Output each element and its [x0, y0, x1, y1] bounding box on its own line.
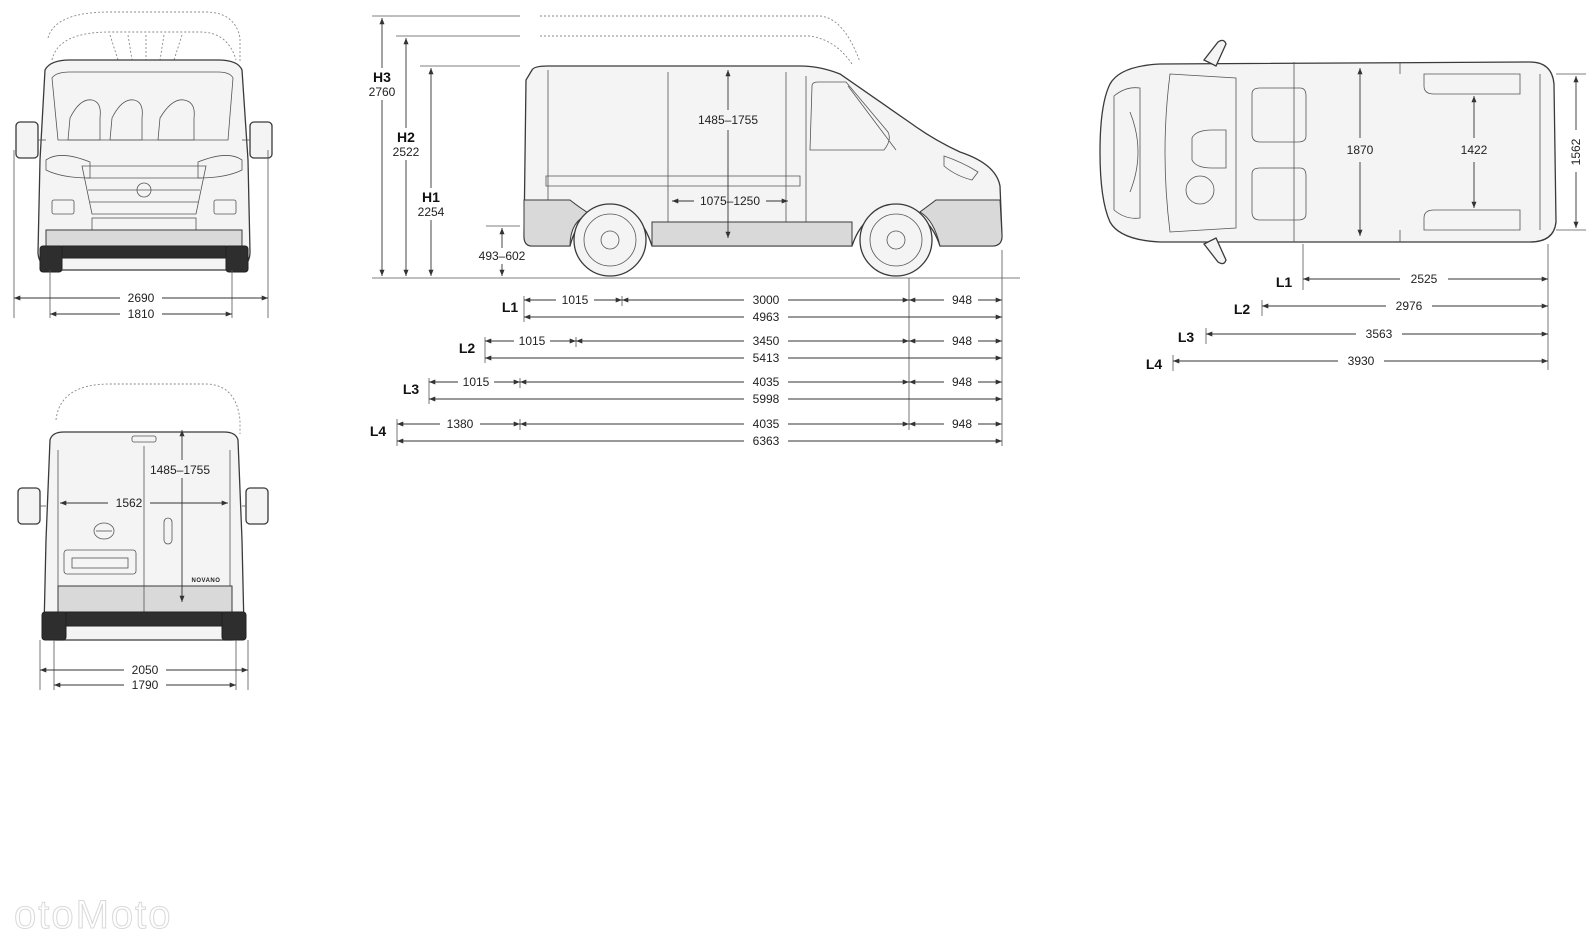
height-label-h2: H2 — [397, 129, 415, 145]
l3-rear-overhang: 948 — [952, 375, 972, 389]
load-length-row-l2: L2 2976 — [1234, 299, 1548, 317]
length-row-l4: L4 1380 4035 948 6363 — [370, 417, 1002, 448]
rear-view: NOVANO 1485–1755 1562 2050 1790 — [17, 383, 269, 692]
front-roof-outlines — [47, 11, 241, 62]
top-width-dims: 1870 1422 1562 — [1347, 68, 1586, 236]
side-view: H3 2760 H2 2522 H1 2254 493–602 — [364, 15, 1020, 448]
top-rear-width: 1562 — [1569, 138, 1583, 165]
load-length-label-l3: L3 — [1178, 329, 1195, 345]
side-length-dims: L1 1015 3000 948 4963 L2 — [370, 250, 1003, 448]
rear-load-height: 1485–1755 — [150, 463, 210, 477]
rear-dimensions: 1485–1755 1562 2050 1790 — [39, 430, 249, 692]
l1-wheelbase: 3000 — [753, 293, 780, 307]
rear-van-body: NOVANO — [41, 431, 247, 641]
rear-track-width: 1790 — [132, 678, 159, 692]
load-length-label-l2: L2 — [1234, 301, 1251, 317]
side-height-dims: H3 2760 H2 2522 H1 2254 493–602 — [364, 18, 526, 276]
load-length-row-l4: L4 3930 — [1146, 354, 1548, 372]
side-interior-height: 1485–1755 — [698, 113, 758, 127]
length-row-l1: L1 1015 3000 948 4963 — [502, 293, 1002, 324]
height-label-h3: H3 — [373, 69, 391, 85]
l3-wheelbase: 4035 — [753, 375, 780, 389]
top-max-width: 1870 — [1347, 143, 1374, 157]
front-track-width: 1810 — [128, 307, 155, 321]
length-label-l3: L3 — [403, 381, 420, 397]
rear-overall-width: 2050 — [132, 663, 159, 677]
length-label-l2: L2 — [459, 340, 476, 356]
l1-front-overhang: 1015 — [562, 293, 589, 307]
front-overall-width: 2690 — [128, 291, 155, 305]
load-sill-height: 493–602 — [479, 249, 526, 263]
rear-load-width: 1562 — [116, 496, 143, 510]
top-length-dims: L1 2525 L2 2976 L3 3563 L4 — [1146, 244, 1549, 372]
top-van-body — [1099, 61, 1557, 243]
height-value-h1: 2254 — [418, 205, 445, 219]
watermark: otoMoto — [14, 893, 173, 937]
front-van-body — [37, 59, 251, 273]
l3-front-overhang: 1015 — [463, 375, 490, 389]
top-between-arches: 1422 — [1461, 143, 1488, 157]
l3-total: 5998 — [753, 392, 780, 406]
load-length-l4: 3930 — [1348, 354, 1375, 368]
rear-mirrors — [17, 487, 269, 525]
length-row-l3: L3 1015 4035 948 5998 — [403, 375, 1002, 406]
load-length-l1: 2525 — [1411, 272, 1438, 286]
side-height-guides — [372, 15, 1020, 279]
side-van-body — [523, 65, 1003, 277]
load-length-row-l3: L3 3563 — [1178, 327, 1548, 345]
l4-wheelbase: 4035 — [753, 417, 780, 431]
height-value-h2: 2522 — [393, 145, 420, 159]
top-mirrors — [1203, 39, 1227, 265]
l4-rear-overhang: 948 — [952, 417, 972, 431]
l2-total: 5413 — [753, 351, 780, 365]
length-label-l1: L1 — [502, 299, 519, 315]
front-view: 2690 1810 — [13, 11, 273, 321]
l2-front-overhang: 1015 — [519, 334, 546, 348]
l1-total: 4963 — [753, 310, 780, 324]
height-value-h3: 2760 — [369, 85, 396, 99]
length-row-l2: L2 1015 3450 948 5413 — [459, 334, 1002, 365]
load-length-l2: 2976 — [1396, 299, 1423, 313]
load-length-label-l1: L1 — [1276, 274, 1293, 290]
top-view: 1870 1422 1562 L1 2525 L2 — [1099, 39, 1586, 372]
length-label-l4: L4 — [370, 423, 387, 439]
side-interior-dims: 1485–1755 1075–1250 — [672, 70, 788, 238]
side-door-width: 1075–1250 — [700, 194, 760, 208]
rear-badge: NOVANO — [192, 578, 221, 584]
l2-rear-overhang: 948 — [952, 334, 972, 348]
load-length-row-l1: L1 2525 — [1276, 244, 1548, 290]
height-label-h1: H1 — [422, 189, 440, 205]
load-length-l3: 3563 — [1366, 327, 1393, 341]
l4-front-overhang: 1380 — [447, 417, 474, 431]
front-dimensions: 2690 1810 — [13, 150, 269, 321]
front-mirrors — [15, 121, 273, 159]
l1-rear-overhang: 948 — [952, 293, 972, 307]
load-length-label-l4: L4 — [1146, 356, 1163, 372]
l2-wheelbase: 3450 — [753, 334, 780, 348]
l4-total: 6363 — [753, 434, 780, 448]
